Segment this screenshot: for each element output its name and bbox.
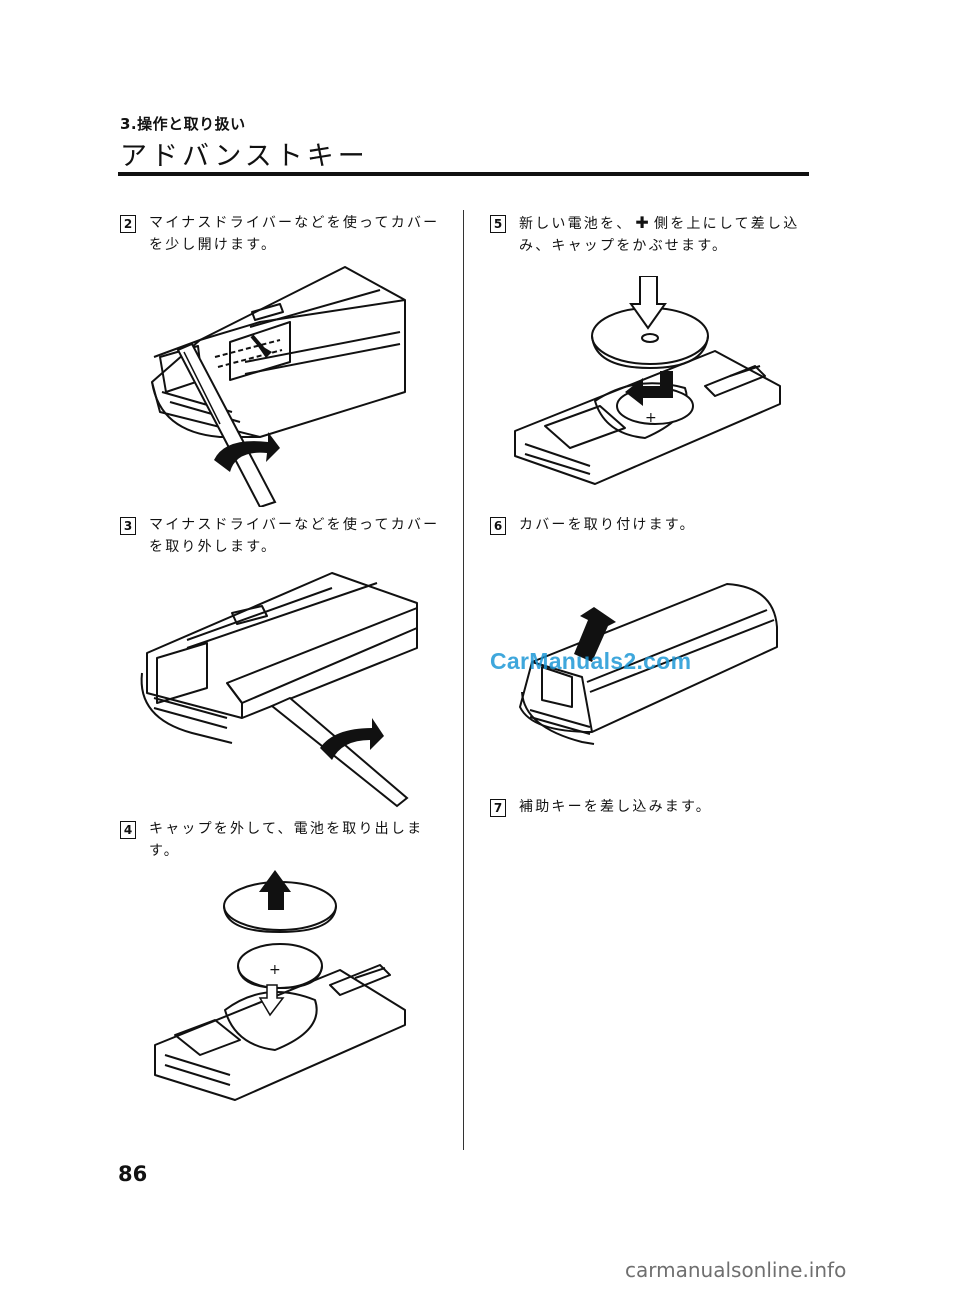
column-divider: [463, 210, 464, 1150]
page-number: 86: [118, 1162, 148, 1186]
step-5: 5 新しい電池を、✚側を上にして差し込み、キャップをかぶせます。: [490, 212, 820, 257]
step-7: 7 補助キーを差し込みます。: [490, 796, 810, 818]
svg-text:+: +: [645, 410, 657, 426]
step-text: カバーを取り付けます。: [519, 517, 696, 533]
step-3: 3 マイナスドライバーなどを使ってカバーを取り外します。: [120, 514, 440, 558]
step-number: 5: [490, 215, 506, 233]
footer-watermark: carmanualsonline.info: [625, 1258, 847, 1282]
step-text: マイナスドライバーなどを使ってカバーを少し開けます。: [149, 215, 440, 253]
title-rule: [118, 172, 809, 176]
step-6: 6 カバーを取り付けます。: [490, 514, 810, 536]
step-text: マイナスドライバーなどを使ってカバーを取り外します。: [149, 517, 440, 555]
section-label: 3.操作と取り扱い: [120, 115, 246, 133]
step-text: キャップを外して、電池を取り出します。: [149, 821, 424, 859]
page-title: アドバンストキー: [120, 141, 369, 172]
figure-open-cover: [151, 266, 406, 507]
figure-remove-cover: [140, 572, 418, 808]
watermark: CarManuals2.com: [490, 648, 692, 674]
plus-icon: ✚: [635, 213, 652, 232]
step-2: 2 マイナスドライバーなどを使ってカバーを少し開けます。: [120, 212, 440, 256]
step-number: 2: [120, 215, 136, 233]
step-text-before: 新しい電池を、: [519, 216, 633, 232]
step-number: 4: [120, 821, 136, 839]
figure-insert-battery: +: [514, 276, 781, 485]
step-text: 新しい電池を、✚側を上にして差し込み、キャップをかぶせます。: [519, 212, 820, 257]
step-text: 補助キーを差し込みます。: [519, 799, 712, 815]
step-number: 7: [490, 799, 506, 817]
figure-attach-cover: [519, 583, 778, 745]
step-4: 4 キャップを外して、電池を取り出します。: [120, 818, 450, 862]
step-number: 3: [120, 517, 136, 535]
step-text-after: 側を上にして差し込み、キャップをかぶせます。: [519, 216, 800, 254]
svg-text:+: +: [269, 962, 281, 978]
figure-remove-battery: +: [154, 870, 406, 1101]
step-number: 6: [490, 517, 506, 535]
